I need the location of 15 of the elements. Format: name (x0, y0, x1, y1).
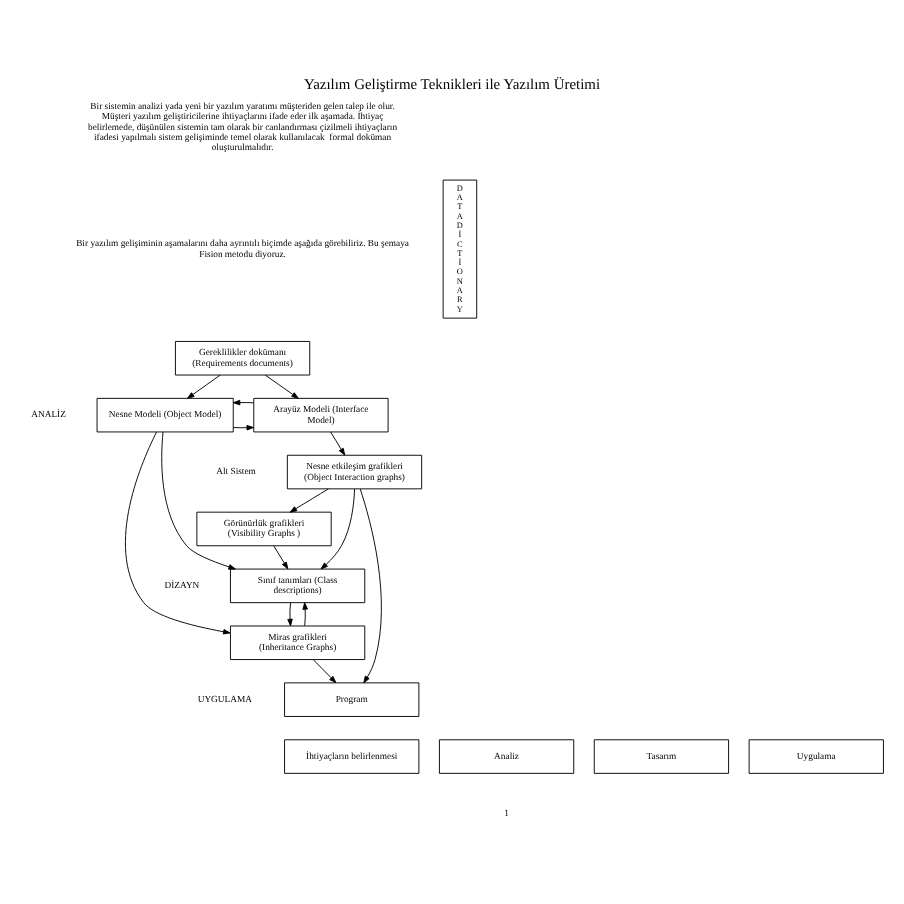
arrow (320, 488, 356, 570)
arrow (273, 545, 289, 570)
arrow (289, 488, 329, 513)
arrow (232, 399, 254, 406)
arrow (161, 431, 236, 570)
arrow (287, 602, 293, 627)
arrow (187, 374, 221, 399)
arrow (312, 659, 337, 684)
arrow (124, 431, 231, 635)
arrow (302, 602, 308, 627)
arrow (264, 374, 299, 399)
arrow (359, 488, 382, 684)
arrow (330, 431, 346, 456)
diagram-title: Yazılım Geliştirme Teknikleri ile Yazılım Üretimi (303, 75, 601, 94)
arrow (232, 424, 254, 431)
